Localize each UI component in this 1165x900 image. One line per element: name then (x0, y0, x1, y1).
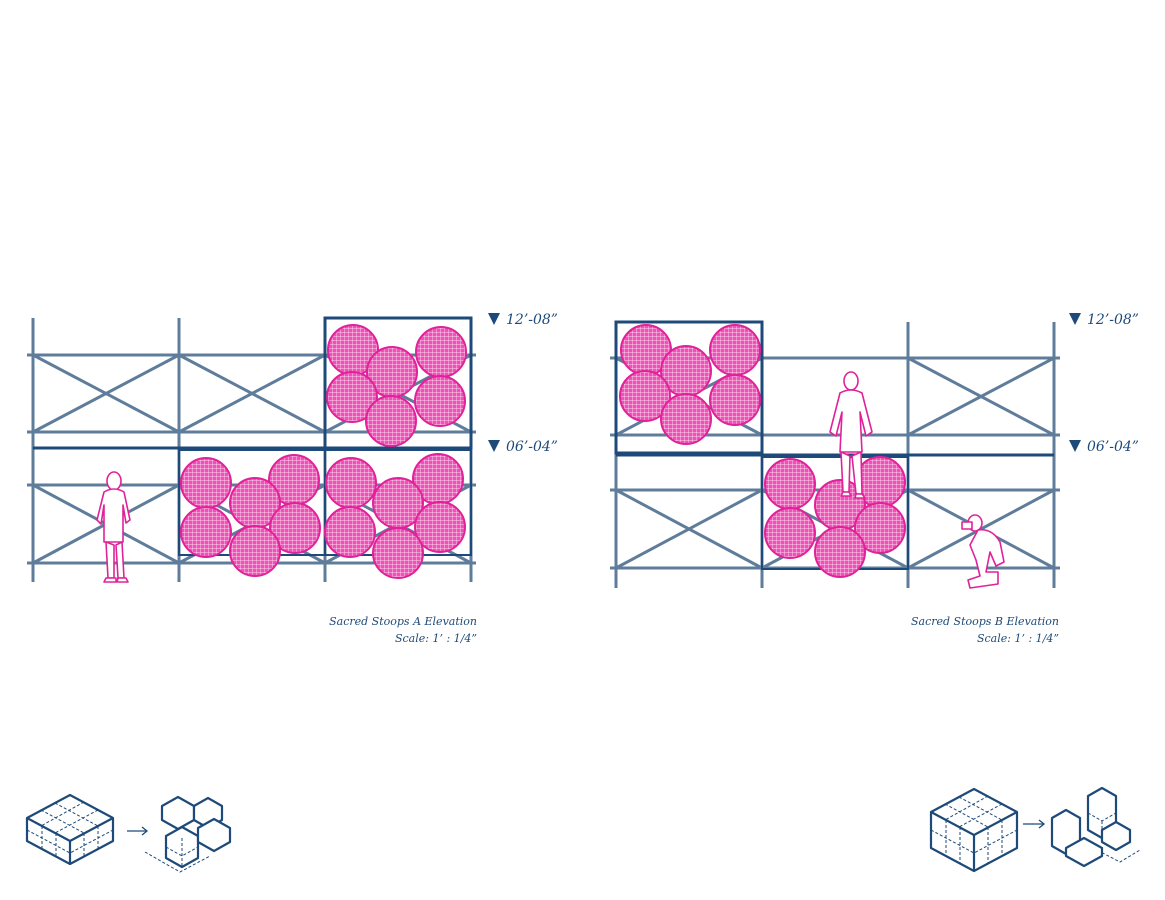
sphere (415, 326, 467, 378)
sphere (365, 395, 417, 447)
sphere (854, 502, 906, 554)
sphere (764, 507, 816, 559)
level-marker-icon (1069, 313, 1081, 325)
massing-diagram-b (929, 786, 1141, 873)
sphere (325, 457, 377, 509)
level-marker-icon (1069, 440, 1081, 452)
level-label: 06’-04” (506, 439, 558, 455)
elevation-b-level-top: 12’-08” (1069, 312, 1139, 328)
sphere (414, 501, 466, 553)
level-marker-icon (488, 440, 500, 452)
elevation-b-scale: Scale: 1’ : 1/4” (977, 632, 1059, 645)
volume-cube-icon (929, 787, 1019, 873)
sphere (709, 374, 761, 426)
elevation-b-spheres (619, 324, 906, 578)
sphere (180, 506, 232, 558)
elevation-b-caption: Sacred Stoops B Elevation (911, 615, 1059, 628)
sphere (180, 457, 232, 509)
person-crouching-figure (961, 514, 1005, 589)
massing-diagram-a (25, 793, 232, 873)
elevation-a: 12’-08” 06’-04” Sacred Stoops A Elevatio… (27, 312, 558, 645)
sphere (414, 375, 466, 427)
level-marker-icon (488, 313, 500, 325)
elevation-a-caption: Sacred Stoops A Elevation (329, 615, 477, 628)
person-standing-figure (829, 371, 873, 499)
sphere (229, 525, 281, 577)
person-standing-figure (96, 471, 131, 583)
level-label: 12’-08” (506, 312, 558, 328)
volume-cube-icon (1050, 786, 1141, 868)
elevation-b-level-mid: 06’-04” (1069, 439, 1139, 455)
elevation-a-level-mid: 06’-04” (488, 439, 558, 455)
level-label: 06’-04” (1087, 439, 1139, 455)
sphere (324, 506, 376, 558)
sphere (709, 324, 761, 376)
sphere (619, 370, 671, 422)
sphere (326, 371, 378, 423)
elevation-a-level-top: 12’-08” (488, 312, 558, 328)
volume-cube-icon (144, 795, 232, 873)
sphere (269, 502, 321, 554)
sphere (372, 527, 424, 579)
sphere (764, 458, 816, 510)
elevation-b: 12’-08” 06’-04” Sacred Stoops B Elevatio… (610, 312, 1139, 645)
transform-arrow-icon (127, 826, 149, 836)
sphere (660, 393, 712, 445)
volume-cube-icon (25, 793, 115, 866)
transform-arrow-icon (1023, 819, 1046, 829)
level-label: 12’-08” (1087, 312, 1139, 328)
sphere (814, 526, 866, 578)
elevation-a-spheres (180, 324, 467, 579)
elevation-a-scale: Scale: 1’ : 1/4” (395, 632, 477, 645)
